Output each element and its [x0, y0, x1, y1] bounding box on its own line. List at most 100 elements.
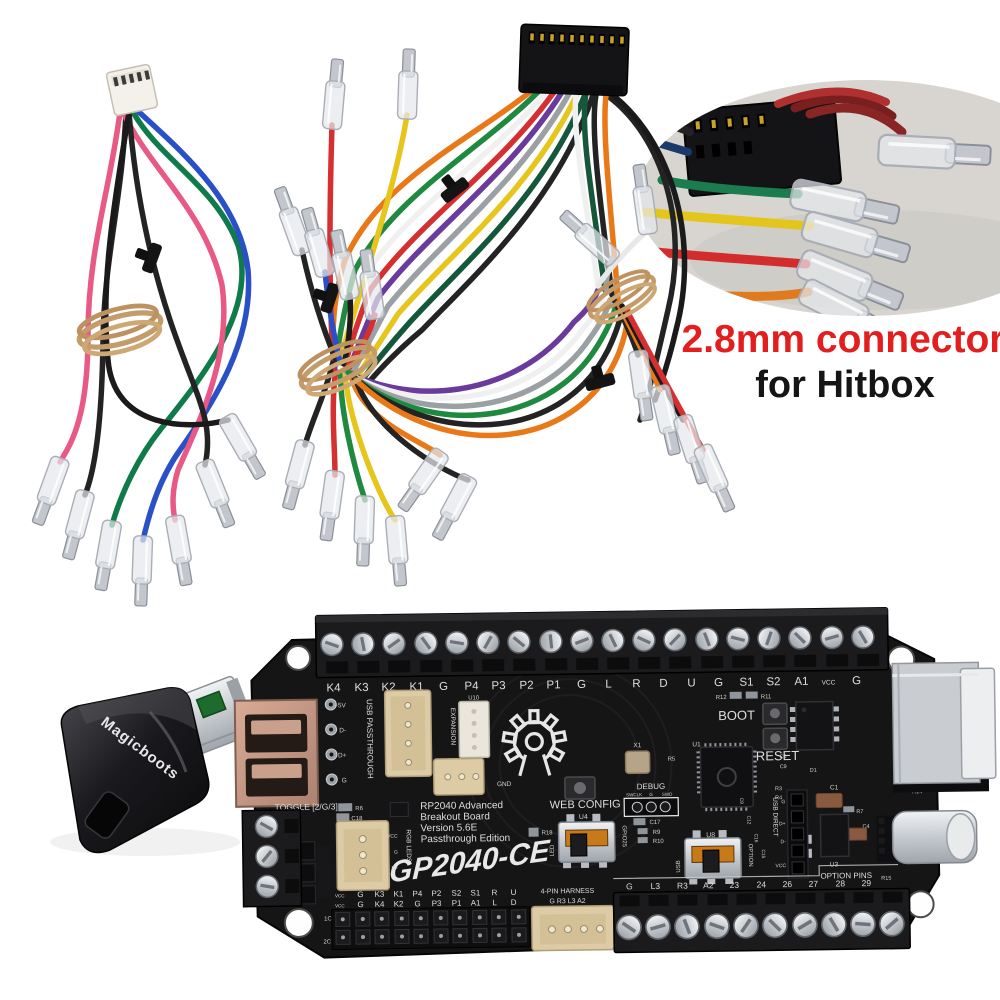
usb-c-port: [876, 809, 978, 865]
pin-label: P1: [546, 679, 560, 691]
pin-label: G: [626, 881, 633, 891]
pin-label: S2: [451, 889, 461, 898]
magicboots-dongle: Magicboots: [50, 675, 257, 856]
pin-label: VCC: [775, 863, 786, 869]
pin-label: A1: [794, 676, 808, 688]
usb-direct-label: USB DIRECT: [771, 797, 779, 836]
ref-r5: R5: [668, 757, 676, 763]
usb-passthrough-label: USB PASSTHROUGH: [365, 699, 375, 779]
pin-label: D: [511, 898, 517, 907]
pin-label: K3: [354, 682, 368, 694]
pin-label: 27: [809, 879, 819, 889]
ref-r3: R3: [775, 786, 782, 792]
pin-label: VCC: [335, 893, 345, 898]
annotation-line2: for Hitbox: [755, 364, 934, 406]
ref-gnd: GND: [497, 781, 512, 788]
pin-label: G: [781, 799, 785, 805]
pin-label: G: [414, 899, 420, 908]
ref-r9: R9: [653, 830, 661, 836]
pin-label: G: [439, 681, 448, 693]
pin-label: L: [605, 679, 612, 691]
ref-u4: U4: [579, 814, 588, 821]
pin-label: K1: [393, 889, 403, 898]
connector-closeup-inset: [637, 80, 1000, 316]
mounting-hole: [906, 890, 935, 919]
reset-label: RESET: [756, 748, 800, 764]
title-line: Version 5.6E: [420, 822, 477, 834]
debug-label: DEBUG: [637, 782, 666, 791]
pin-label: K4: [375, 900, 385, 909]
pin-label: A2: [703, 880, 714, 890]
sot-chip: [389, 801, 409, 818]
ref-r11: R11: [761, 694, 772, 700]
annotation: 2.8mm connector for Hitbox: [682, 318, 1000, 406]
switch-left-label: USB: [676, 860, 682, 872]
ref-c15: C15: [760, 849, 766, 858]
header-mark: 1C: [324, 916, 332, 922]
rgb-leds-label: RGB LEDS: [405, 829, 412, 863]
header-connector-closeup: [681, 96, 843, 197]
pin-label: G: [342, 777, 347, 784]
pin-label: D+: [392, 866, 399, 872]
ref-r15: R15: [881, 876, 891, 882]
board-title: RP2040 Advanced Breakout Board Version 5…: [420, 800, 510, 845]
debug-pin-label: SWCLK: [626, 792, 642, 797]
ref-c1: C1: [830, 784, 839, 791]
jst-connector-4pin: [383, 689, 433, 778]
toggle-label: TOGGLE [2/G/3]: [275, 801, 338, 812]
mounting-hole: [285, 644, 312, 671]
pin-label: L3: [651, 881, 661, 891]
pin-label: G: [714, 677, 723, 689]
pin-label: 29: [862, 878, 872, 888]
pin-label: R: [491, 888, 497, 897]
led-gpio25-switch: [557, 813, 616, 869]
usb-b-port: [891, 661, 997, 793]
ref-c16: C16: [753, 834, 759, 843]
pin-label: G: [357, 890, 363, 899]
expansion-label: EXPANSION: [449, 708, 457, 746]
pin-label: 28: [836, 878, 846, 888]
pin-label: D-: [339, 727, 346, 734]
pin-label: 23: [730, 880, 740, 890]
pin-label: S1: [739, 677, 753, 689]
harness4-pins: G R3 L3 A2: [549, 898, 585, 906]
debug-header: [623, 797, 679, 817]
pin-label: U: [510, 888, 516, 897]
pin-label: U: [687, 677, 695, 689]
pin-label: D: [659, 678, 667, 690]
ref-r12: R12: [716, 695, 728, 701]
dongle-button: [84, 791, 130, 839]
pin-label: K4: [326, 682, 341, 694]
pin-label: K2: [394, 899, 404, 908]
option-pins-label: OPTION PINS: [820, 871, 872, 881]
ref-d1: D1: [810, 768, 817, 774]
usb-a-port: [233, 698, 320, 808]
pin-label: D-: [780, 839, 786, 845]
crystal: [624, 750, 651, 775]
header-mark: 2C: [323, 939, 331, 945]
pin-label: G: [577, 679, 586, 691]
pin-label: P3: [491, 680, 505, 692]
ref-c18: C18: [351, 816, 363, 822]
harness4-label: 4-PIN HARNESS: [541, 888, 595, 896]
pin-label: VCC: [335, 903, 345, 908]
ref-c9: C9: [780, 764, 787, 770]
usb-direct-header: [786, 789, 810, 879]
pin-label: P2: [431, 889, 441, 898]
rgb-leds-connector: [335, 819, 391, 892]
ref-r10: R10: [653, 839, 665, 845]
resistor: [843, 806, 855, 813]
pin-label: 24: [757, 879, 767, 889]
web-config-button: [564, 776, 596, 800]
ref-r4: R4: [775, 795, 782, 801]
pin-label: L: [492, 898, 497, 907]
pin-label: P4: [464, 680, 479, 692]
title-line: Breakout Board: [420, 811, 490, 823]
pin-label: G: [394, 850, 398, 856]
pin-label: S1: [470, 888, 480, 897]
header-row2-labels: VCC G K4 K2 G P3 P1 A1 L D: [335, 898, 517, 909]
usb-passthrough-pins: +5V D- D+ G: [324, 698, 347, 786]
jst-5pin-connector: [105, 63, 159, 117]
pin-label: R: [632, 678, 640, 690]
middle-wire-harness: [269, 23, 740, 588]
